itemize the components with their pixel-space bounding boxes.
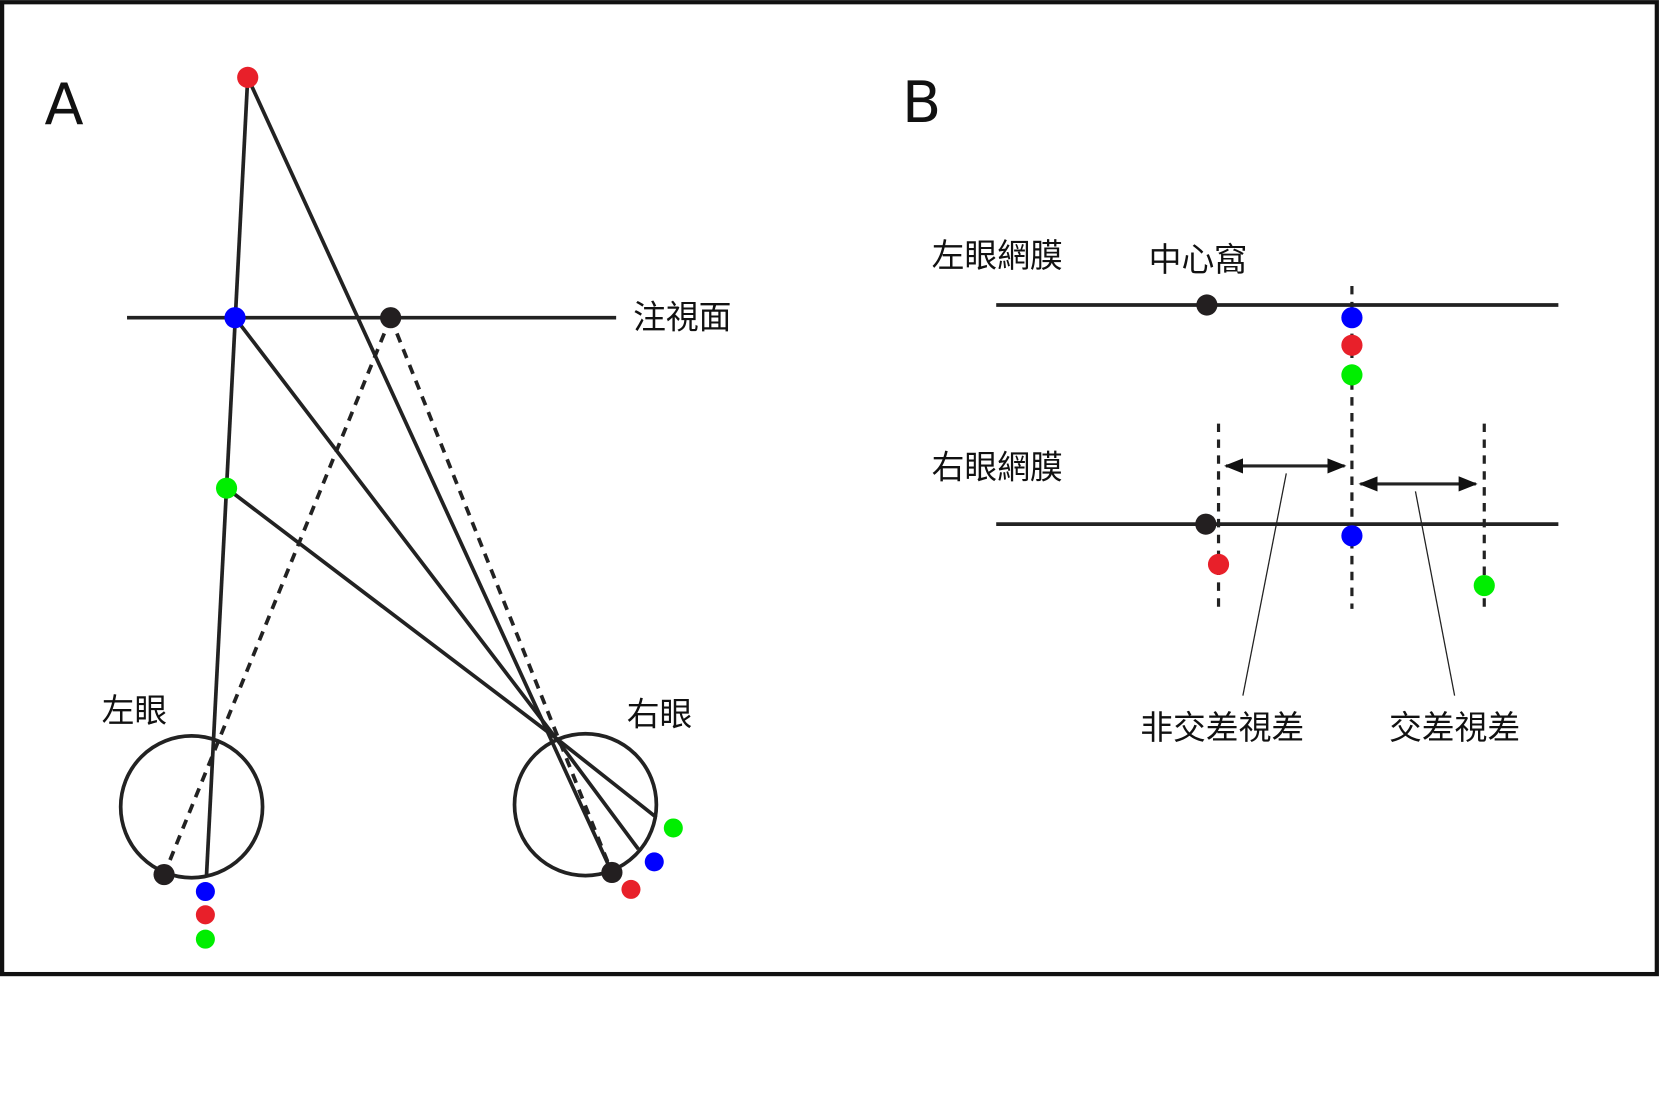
right-red-image — [621, 879, 641, 899]
left-eye-label: 左眼 — [102, 692, 168, 730]
left-red-dot — [1341, 334, 1363, 356]
left-blue-image — [195, 881, 215, 902]
crossed-leader — [1414, 491, 1456, 696]
crossed-disparity-label: 交差視差 — [1389, 709, 1520, 747]
right-green-dot — [1473, 574, 1495, 597]
ray-red-right — [246, 76, 614, 874]
uncrossed-leader — [1242, 473, 1287, 696]
panel-b-label: B — [902, 70, 941, 136]
green-point — [215, 477, 238, 499]
right-eyeball — [512, 731, 659, 878]
panel-a — [118, 76, 659, 880]
fixation-plane-label: 注視面 — [633, 298, 731, 336]
left-eyeball — [118, 734, 265, 880]
panel-b-points — [1195, 294, 1495, 597]
right-retina-label: 右眼網膜 — [932, 449, 1063, 487]
ray-fixation-right — [388, 317, 614, 874]
right-fovea-dot — [1195, 513, 1217, 535]
left-fovea-point — [153, 863, 175, 886]
right-green-image — [663, 818, 683, 838]
uncrossed-disparity-label: 非交差視差 — [1140, 709, 1304, 747]
fixation-point — [380, 307, 402, 329]
fovea-label: 中心窩 — [1149, 241, 1247, 279]
left-retina-label: 左眼網膜 — [932, 237, 1063, 275]
panel-a-label: A — [44, 72, 83, 138]
ray-left-eye — [204, 77, 250, 877]
right-red-dot — [1207, 553, 1230, 575]
right-blue-dot — [1341, 525, 1363, 547]
left-green-image — [195, 929, 215, 949]
right-blue-image — [644, 852, 664, 872]
blue-point — [224, 307, 246, 329]
figure-border — [0, 0, 1659, 977]
left-red-image — [195, 905, 215, 925]
left-blue-dot — [1341, 307, 1363, 329]
left-green-dot — [1341, 364, 1363, 386]
ray-green-right — [225, 486, 658, 819]
right-eye-label: 右眼 — [627, 695, 693, 733]
red-point — [237, 66, 259, 88]
left-fovea-dot — [1196, 294, 1218, 316]
right-fovea-point — [601, 861, 623, 884]
panel-a-points — [153, 66, 683, 949]
